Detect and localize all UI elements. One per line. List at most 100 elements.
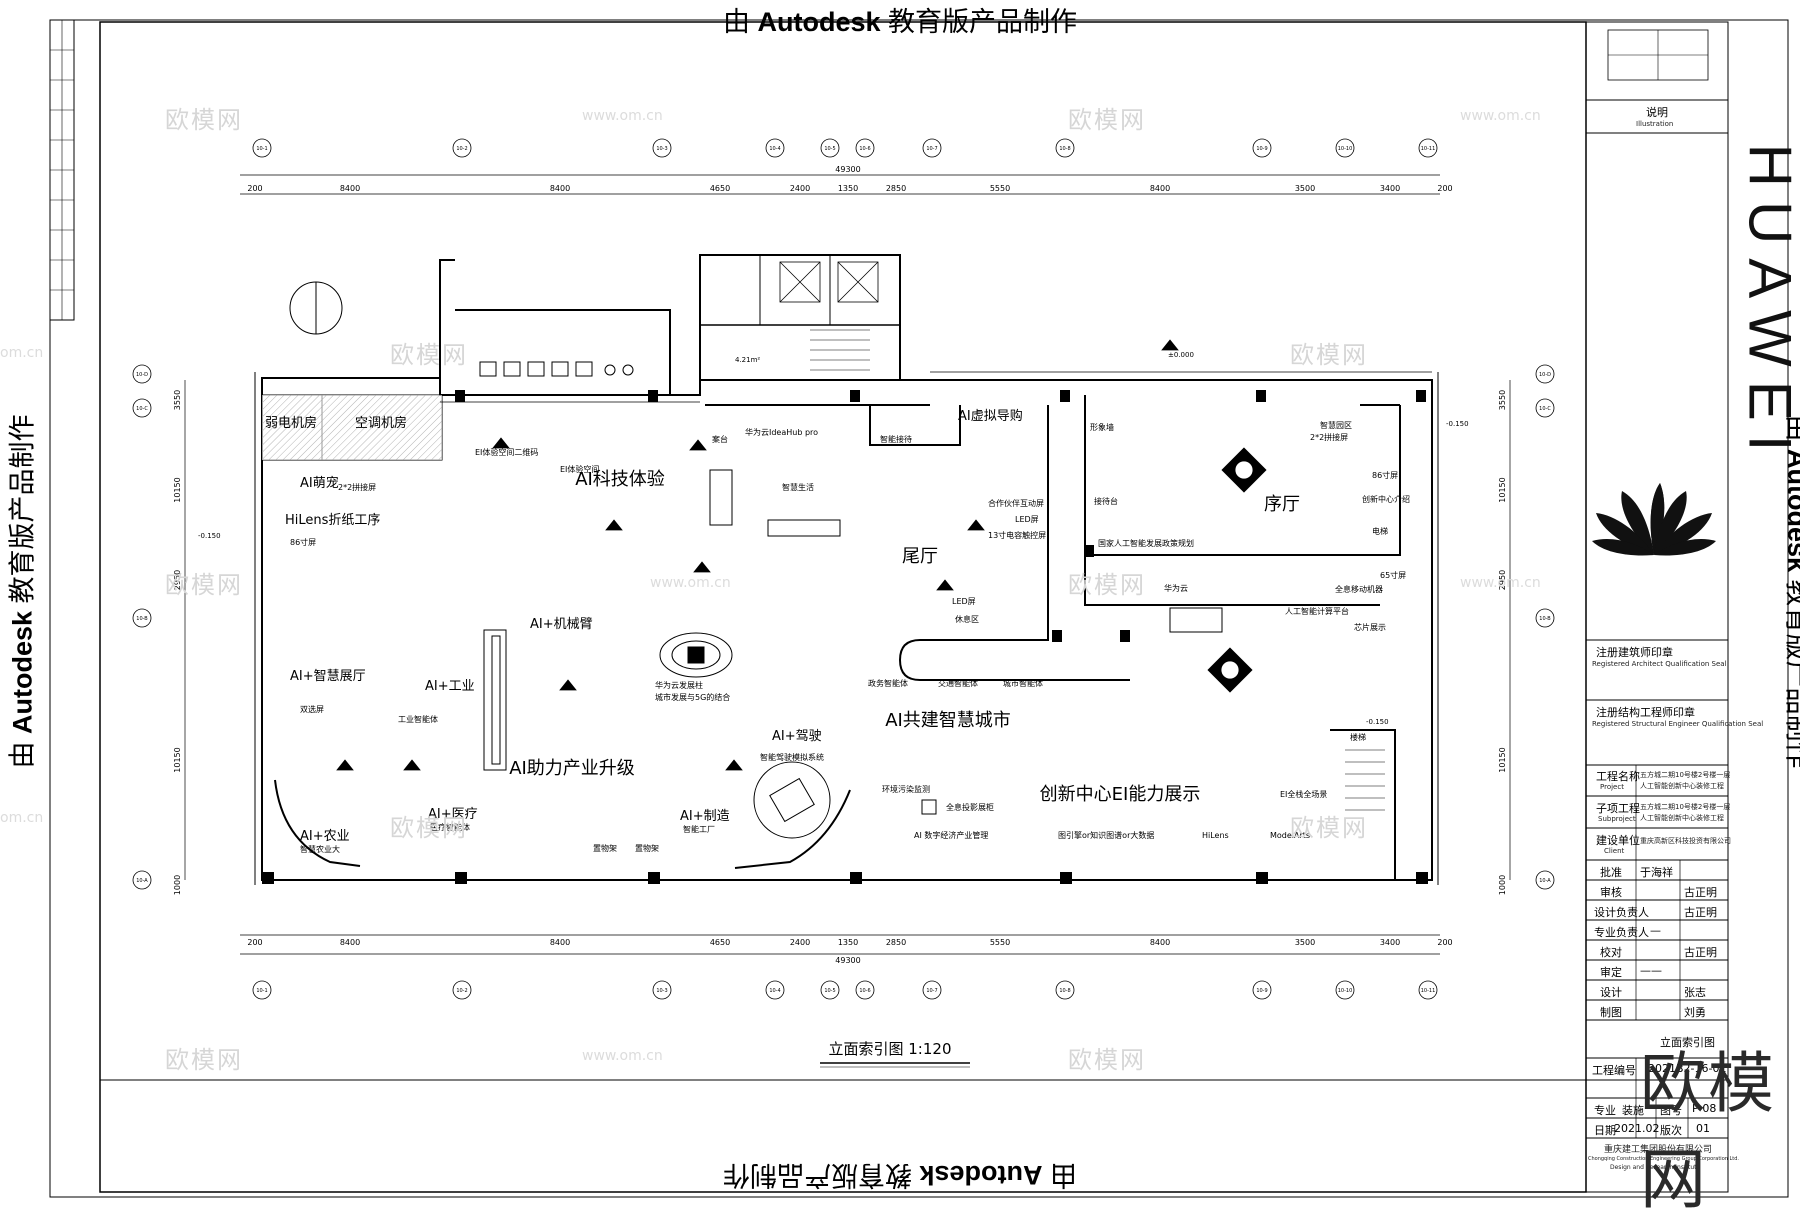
watermark-logo: 欧模网	[1290, 808, 1368, 843]
svg-text:10-B: 10-B	[136, 616, 148, 622]
svg-text:置物架: 置物架	[635, 843, 659, 853]
svg-text:人工智能计算平台: 人工智能计算平台	[1285, 606, 1349, 616]
svg-text:±0.000: ±0.000	[1168, 351, 1194, 359]
svg-text:86寸屏: 86寸屏	[290, 537, 316, 547]
svg-text:200: 200	[1437, 938, 1452, 947]
svg-text:工业智能体: 工业智能体	[398, 714, 438, 724]
svg-text:政务智能体: 政务智能体	[868, 678, 908, 688]
tb-specialty-label: 专业	[1594, 1102, 1616, 1118]
svg-text:3550: 3550	[1498, 390, 1507, 410]
watermark-logo: 欧模网	[1290, 335, 1368, 370]
svg-text:华为云发展柱: 华为云发展柱	[655, 680, 703, 690]
svg-text:国家人工智能发展政策规划: 国家人工智能发展政策规划	[1098, 538, 1194, 548]
tb-review-label: 审核	[1600, 884, 1622, 900]
outer-frame	[50, 20, 1788, 1197]
svg-text:4650: 4650	[710, 184, 730, 193]
svg-text:智慧生活: 智慧生活	[782, 482, 814, 492]
svg-text:2400: 2400	[790, 938, 810, 947]
svg-text:10-B: 10-B	[1539, 616, 1551, 622]
svg-text:10-1: 10-1	[256, 146, 267, 152]
svg-text:双选屏: 双选屏	[300, 704, 324, 714]
svg-text:10150: 10150	[173, 747, 182, 772]
tb-proof-value: ——	[1640, 964, 1662, 977]
svg-text:10-11: 10-11	[1421, 146, 1436, 152]
tb-architect: 注册建筑师印章	[1596, 644, 1673, 660]
watermark-logo-large: 欧模网	[1640, 1030, 1800, 1222]
tb-illustration-en: Illustration	[1636, 120, 1673, 128]
svg-text:芯片展示: 芯片展示	[1354, 622, 1386, 632]
tb-check-value: 古正明	[1684, 944, 1717, 960]
dimension-top: 200 8400 8400 4650 2400 1350 2850 5550 8…	[247, 165, 1452, 193]
svg-text:智能驾驶模拟系统: 智能驾驶模拟系统	[760, 752, 824, 762]
svg-text:8400: 8400	[340, 938, 360, 947]
revision-strip	[50, 20, 74, 320]
tb-engineer: 注册结构工程师印章	[1596, 704, 1695, 720]
svg-text:5550: 5550	[990, 938, 1010, 947]
svg-text:49300: 49300	[835, 956, 860, 965]
svg-text:楼梯: 楼梯	[1350, 732, 1366, 742]
tb-review-value: 古正明	[1684, 884, 1717, 900]
tb-drawer-value: 刘勇	[1684, 1004, 1706, 1020]
tb-subproject-value: 五方城二期10号楼2号楼一层	[1640, 802, 1730, 812]
tb-subproject-value-2: 人工智能创新中心装修工程	[1640, 813, 1724, 823]
svg-text:10-7: 10-7	[926, 988, 937, 994]
svg-text:10-4: 10-4	[769, 146, 780, 152]
svg-text:65寸屏: 65寸屏	[1380, 570, 1406, 580]
svg-text:8400: 8400	[550, 938, 570, 947]
svg-text:200: 200	[1437, 184, 1452, 193]
svg-text:HiLens: HiLens	[1202, 831, 1229, 840]
watermark-site: www.om.cn	[1460, 575, 1541, 591]
svg-text:图引擎or知识图谱or大数据: 图引擎or知识图谱or大数据	[1058, 830, 1154, 840]
svg-text:8400: 8400	[1150, 938, 1170, 947]
tb-design-label: 设计负责人	[1594, 904, 1649, 920]
svg-text:华为云: 华为云	[1164, 583, 1188, 593]
svg-text:10-C: 10-C	[136, 406, 148, 412]
svg-text:10-10: 10-10	[1338, 146, 1353, 152]
svg-text:EI体验空间二维码: EI体验空间二维码	[475, 447, 538, 457]
tb-project-no-label: 工程编号	[1592, 1062, 1636, 1078]
svg-text:休息区: 休息区	[955, 614, 979, 624]
svg-text:AI+工业: AI+工业	[425, 679, 475, 694]
tb-project-label: 工程名称	[1596, 768, 1640, 784]
svg-text:10150: 10150	[1498, 747, 1507, 772]
watermark-site: www.om.cn	[582, 108, 663, 124]
tb-subproject-label-en: Subproject	[1598, 815, 1636, 823]
svg-text:3500: 3500	[1295, 938, 1315, 947]
svg-text:10150: 10150	[173, 477, 182, 502]
tb-approved-label: 批准	[1600, 864, 1622, 880]
svg-text:AI+制造: AI+制造	[680, 809, 730, 824]
svg-text:10-8: 10-8	[1059, 988, 1070, 994]
svg-text:1000: 1000	[173, 875, 182, 895]
svg-text:3400: 3400	[1380, 938, 1400, 947]
svg-text:空调机房: 空调机房	[355, 415, 407, 431]
tb-project-value: 五方城二期10号楼2号楼一层	[1640, 770, 1730, 780]
svg-text:1350: 1350	[838, 184, 858, 193]
svg-text:2850: 2850	[886, 184, 906, 193]
svg-text:智慧园区: 智慧园区	[1320, 420, 1352, 430]
tb-project-value-2: 人工智能创新中心装修工程	[1640, 781, 1724, 791]
svg-text:10-10: 10-10	[1338, 988, 1353, 994]
svg-text:智慧农业大: 智慧农业大	[300, 844, 340, 854]
svg-text:AI+智慧展厅: AI+智慧展厅	[290, 668, 366, 684]
svg-text:AI虚拟导购: AI虚拟导购	[958, 408, 1023, 424]
svg-text:弱电机房: 弱电机房	[265, 415, 317, 431]
watermark-site: om.cn	[0, 810, 43, 826]
watermark-site: om.cn	[0, 345, 43, 361]
svg-text:10-2: 10-2	[456, 988, 467, 994]
svg-text:LED屏: LED屏	[1015, 515, 1039, 524]
svg-text:10-11: 10-11	[1421, 988, 1436, 994]
svg-text:1350: 1350	[838, 938, 858, 947]
svg-text:HiLens折纸工序: HiLens折纸工序	[285, 513, 380, 528]
svg-text:8400: 8400	[340, 184, 360, 193]
tb-client-label-en: Client	[1604, 847, 1624, 855]
svg-text:全息投影展柜: 全息投影展柜	[946, 802, 994, 812]
svg-text:序厅: 序厅	[1264, 494, 1300, 515]
svg-text:10-7: 10-7	[926, 146, 937, 152]
svg-text:10-D: 10-D	[1539, 372, 1551, 378]
tb-drawer-label: 制图	[1600, 1004, 1622, 1020]
svg-text:城市发展与5G的结合: 城市发展与5G的结合	[655, 692, 730, 702]
svg-text:10-3: 10-3	[656, 146, 667, 152]
svg-text:案台: 案台	[712, 434, 728, 444]
svg-text:2400: 2400	[790, 184, 810, 193]
